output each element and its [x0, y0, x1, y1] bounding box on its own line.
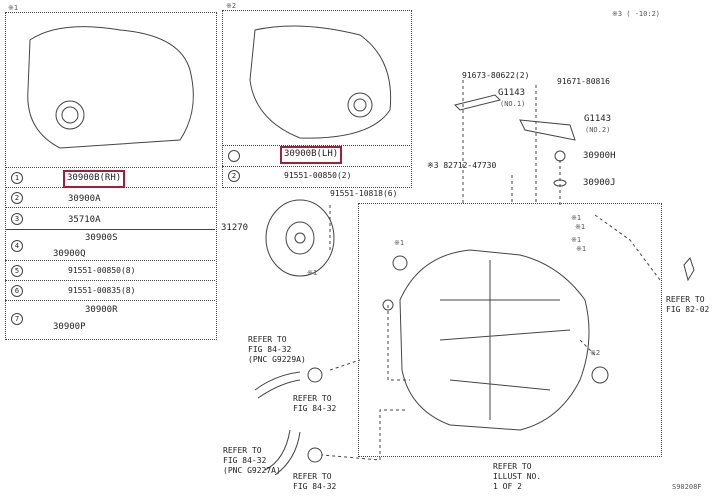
- refer-fitting-1[interactable]: REFER TO FIG 84-32: [293, 394, 336, 414]
- row-num: 7: [11, 313, 23, 325]
- part-30900Q[interactable]: 30900Q: [53, 249, 86, 259]
- row-num: 5: [11, 265, 23, 277]
- refer-line: REFER TO: [248, 335, 287, 344]
- refer-line: REFER TO: [493, 462, 532, 471]
- transaxle-case-rh-drawing: [27, 26, 194, 149]
- part-30900P[interactable]: 30900P: [53, 322, 86, 332]
- part-91551-10818[interactable]: 91551-10818(6): [330, 189, 398, 198]
- refer-illust-1-of-2[interactable]: REFER TO ILLUST NO. 1 OF 2: [493, 462, 541, 492]
- part-30900A[interactable]: 30900A: [68, 194, 101, 204]
- part-G1143-no2[interactable]: G1143: [584, 114, 612, 124]
- figure-code: S90208F: [672, 483, 702, 491]
- refer-hose-g9229a[interactable]: REFER TO FIG 84-32 (PNC G9229A): [248, 335, 306, 365]
- part-91551-00850-2[interactable]: 91551-00850(2): [284, 171, 352, 180]
- part-30900B-lh[interactable]: 30900B(LH): [284, 149, 339, 159]
- mark-1: ※1: [394, 239, 405, 247]
- part-30900S[interactable]: 30900S: [85, 233, 118, 243]
- refer-line: REFER TO: [666, 295, 705, 304]
- part-91673-80622[interactable]: 91673-80622(2): [462, 71, 530, 80]
- transmission-drawing: [399, 249, 590, 431]
- refer-fitting-2[interactable]: REFER TO FIG 84-32: [293, 472, 336, 492]
- row-num: 2: [11, 192, 23, 204]
- part-G1143-no2-sub: (NO.2): [585, 126, 611, 134]
- transaxle-case-lh-drawing: [249, 25, 392, 139]
- part-30900R[interactable]: 30900R: [85, 305, 118, 315]
- refer-line: (PNC G9229A): [248, 355, 306, 364]
- mark-1: ※1: [575, 223, 586, 231]
- part-91551-00835-8[interactable]: 91551-00835(8): [68, 286, 136, 295]
- row-num: 6: [11, 285, 23, 297]
- rh-case-panel: [5, 12, 217, 340]
- refer-line: REFER TO: [293, 394, 332, 403]
- part-30900J[interactable]: 30900J: [583, 178, 616, 188]
- part-91551-00850-8[interactable]: 91551-00850(8): [68, 266, 136, 275]
- refer-line: FIG 84-32: [248, 345, 292, 354]
- row-num: 3: [11, 213, 23, 225]
- transmission-panel: [358, 203, 662, 457]
- drive-plate-drawing: [265, 199, 335, 277]
- refer-line: (PNC G9227A): [223, 466, 281, 475]
- row-num: 1: [11, 172, 23, 184]
- mark-1: ※1: [576, 245, 587, 253]
- mark-1: ※1: [571, 236, 582, 244]
- mark-1: ※1: [571, 214, 582, 222]
- part-91671-80816[interactable]: 91671-80816: [557, 77, 610, 86]
- refer-line: FIG 84-32: [293, 404, 337, 413]
- mark-1: ※1: [307, 269, 318, 277]
- row-num: 2: [228, 170, 240, 182]
- refer-line: FIG 84-32: [223, 456, 267, 465]
- refer-hose-g9227a[interactable]: REFER TO FIG 84-32 (PNC G9227A): [223, 446, 281, 476]
- part-30900B-rh[interactable]: 30900B(RH): [67, 173, 122, 183]
- mark-2: ※2: [590, 349, 601, 357]
- refer-line: FIG 82-02: [666, 305, 710, 314]
- note-mark-3: ※3 ( -10:2): [612, 10, 661, 18]
- row-num: 4: [11, 240, 23, 252]
- refer-line: 1 OF 2: [493, 482, 522, 491]
- part-G1143-no1[interactable]: G1143: [498, 88, 526, 98]
- note-mark-2: ※2: [226, 2, 237, 10]
- refer-line: REFER TO: [293, 472, 332, 481]
- refer-line: ILLUST NO.: [493, 472, 542, 481]
- note-mark-1: ※1: [8, 4, 19, 12]
- refer-fig-82-02[interactable]: REFER TO FIG 82-02: [666, 295, 709, 315]
- refer-line: REFER TO: [223, 446, 262, 455]
- lh-case-panel: [222, 10, 412, 188]
- part-30900H[interactable]: 30900H: [583, 151, 616, 161]
- part-35710A[interactable]: 35710A: [68, 215, 101, 225]
- part-82712-47730[interactable]: ※3 82712-47730: [427, 161, 497, 170]
- row-num: [228, 150, 240, 162]
- highlight-30900B-rh: [63, 170, 125, 188]
- highlight-30900B-lh: [280, 146, 342, 164]
- refer-line: FIG 84-32: [293, 482, 337, 491]
- part-G1143-no1-sub: (NO.1): [500, 100, 526, 108]
- part-31270[interactable]: 31270: [221, 223, 249, 233]
